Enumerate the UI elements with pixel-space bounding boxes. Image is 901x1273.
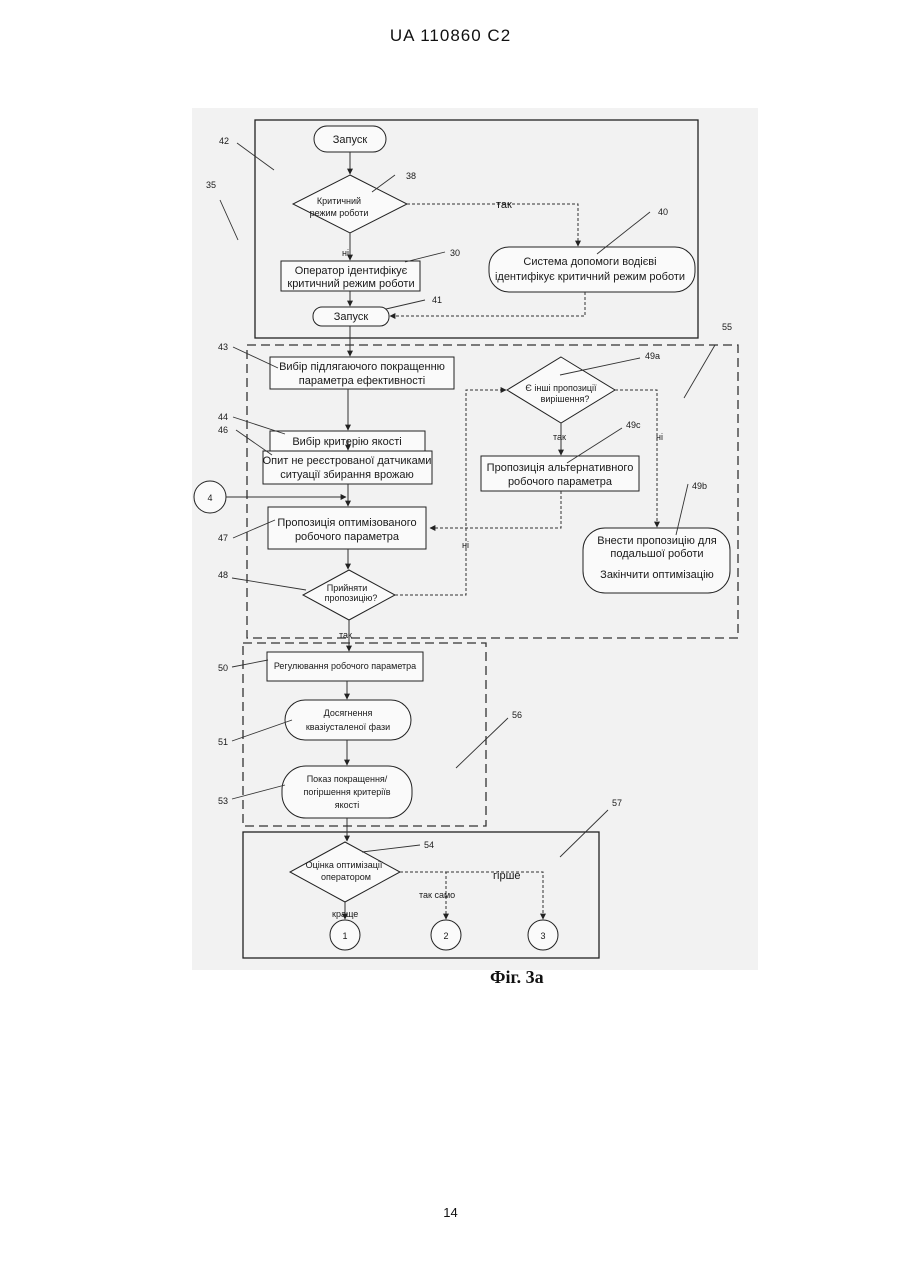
ref-41: 41 bbox=[432, 295, 442, 305]
ref-47: 47 bbox=[218, 533, 228, 543]
operator-identifies-label-2: критичний режим роботи bbox=[287, 278, 414, 290]
leader-line bbox=[220, 200, 238, 240]
ref-43: 43 bbox=[218, 342, 228, 352]
other-solutions-label-2: вирішення? bbox=[541, 394, 590, 404]
leader-line bbox=[236, 430, 272, 455]
ref-50: 50 bbox=[218, 663, 228, 673]
experience-label-2: ситуації збирання врожаю bbox=[280, 469, 414, 481]
enter-proposal-label-3: Закінчити оптимізацію bbox=[600, 569, 714, 581]
leader-line bbox=[386, 300, 425, 309]
flow-line bbox=[395, 390, 506, 595]
leader-line bbox=[362, 845, 420, 852]
connector-3-label: 3 bbox=[540, 931, 545, 941]
alternative-param-label-1: Пропозиція альтернативного bbox=[487, 462, 634, 474]
ref-44: 44 bbox=[218, 412, 228, 422]
evaluate-label-1: Оцінка оптимізації bbox=[306, 860, 383, 870]
operator-identifies-label-1: Оператор ідентифікує bbox=[295, 265, 408, 277]
block-42-frame bbox=[255, 120, 698, 338]
ref-49a: 49a bbox=[645, 351, 660, 361]
critical-mode-label-1: Критичний bbox=[317, 196, 361, 206]
leader-line bbox=[405, 252, 445, 262]
leader-line bbox=[232, 720, 292, 741]
accept-proposal-label-2: пропозицію? bbox=[325, 593, 378, 603]
edge-label-same: так само bbox=[419, 890, 455, 900]
assist-system-label-2: ідентифікує критичний режим роботи bbox=[495, 271, 685, 283]
leader-line bbox=[372, 175, 395, 192]
enter-proposal-label-1: Внести пропозицію для bbox=[597, 535, 716, 547]
connector-4-label: 4 bbox=[207, 493, 212, 503]
ref-57: 57 bbox=[612, 798, 622, 808]
edge-label-no: ні bbox=[656, 432, 663, 442]
ref-48: 48 bbox=[218, 570, 228, 580]
leader-line bbox=[456, 718, 508, 768]
edge-label-yes: так bbox=[553, 432, 566, 442]
flow-line bbox=[407, 204, 578, 246]
display-improvement-label-3: якості bbox=[335, 800, 360, 810]
enter-proposal-label-2: подальшої роботи bbox=[610, 548, 703, 560]
connector-1-label: 1 bbox=[342, 931, 347, 941]
propose-optimized-label-2: робочого параметра bbox=[295, 531, 400, 543]
ref-56: 56 bbox=[512, 710, 522, 720]
leader-line bbox=[684, 345, 715, 398]
display-improvement-label-2: погіршення критеріїв bbox=[304, 787, 391, 797]
figure-caption: Фіг. 3a bbox=[490, 967, 544, 988]
propose-optimized-label-1: Пропозиція оптимізованого bbox=[277, 517, 416, 529]
ref-53: 53 bbox=[218, 796, 228, 806]
ref-40: 40 bbox=[658, 207, 668, 217]
select-criterion-label: Вибір критерію якості bbox=[292, 436, 401, 448]
assist-system-node bbox=[489, 247, 695, 292]
experience-label-1: Опит не реєстрованої датчиками bbox=[263, 455, 432, 467]
alternative-param-label-2: робочого параметра bbox=[508, 476, 613, 488]
assist-system-label-1: Система допомоги водієві bbox=[523, 256, 656, 268]
leader-line bbox=[232, 785, 285, 799]
flow-line bbox=[430, 491, 561, 528]
edge-label-yes: так bbox=[496, 199, 512, 211]
ref-35: 35 bbox=[206, 180, 216, 190]
ref-55: 55 bbox=[722, 322, 732, 332]
display-improvement-label-1: Показ покращення/ bbox=[307, 774, 388, 784]
ref-30: 30 bbox=[450, 248, 460, 258]
ref-54: 54 bbox=[424, 840, 434, 850]
leader-line bbox=[232, 578, 306, 590]
start-node-2-label: Запуск bbox=[334, 311, 369, 323]
ref-49b: 49b bbox=[692, 481, 707, 491]
evaluate-label-2: оператором bbox=[321, 872, 371, 882]
adjust-parameter-label: Регулювання робочого параметра bbox=[274, 661, 416, 671]
edge-label-better: краще bbox=[332, 909, 358, 919]
accept-proposal-label-1: Прийняти bbox=[327, 583, 368, 593]
other-solutions-label-1: Є інші пропозиції bbox=[525, 383, 597, 393]
edge-label-worse: гірше bbox=[493, 870, 521, 882]
edge-label-yes: так bbox=[339, 630, 352, 640]
leader-line bbox=[233, 417, 285, 434]
ref-46: 46 bbox=[218, 425, 228, 435]
quasi-steady-node bbox=[285, 700, 411, 740]
edge-label-no: ні bbox=[342, 248, 349, 258]
critical-mode-label-2: режим роботи bbox=[310, 208, 369, 218]
ref-42: 42 bbox=[219, 136, 229, 146]
ref-51: 51 bbox=[218, 737, 228, 747]
flow-line bbox=[390, 292, 585, 316]
select-parameter-label-1: Вибір підлягаючого покращенню bbox=[279, 361, 445, 373]
leader-line bbox=[232, 660, 268, 667]
quasi-steady-label-2: квазіусталеної фази bbox=[306, 722, 390, 732]
select-parameter-label-2: параметра ефективності bbox=[299, 375, 425, 387]
leader-line bbox=[676, 484, 688, 535]
ref-49c: 49c bbox=[626, 420, 641, 430]
ref-38: 38 bbox=[406, 171, 416, 181]
edge-label-no: ні bbox=[462, 540, 469, 550]
connector-2-label: 2 bbox=[443, 931, 448, 941]
quasi-steady-label-1: Досягнення bbox=[324, 708, 373, 718]
page-number: 14 bbox=[0, 1205, 901, 1220]
leader-line bbox=[560, 810, 608, 857]
start-node-1-label: Запуск bbox=[333, 134, 368, 146]
